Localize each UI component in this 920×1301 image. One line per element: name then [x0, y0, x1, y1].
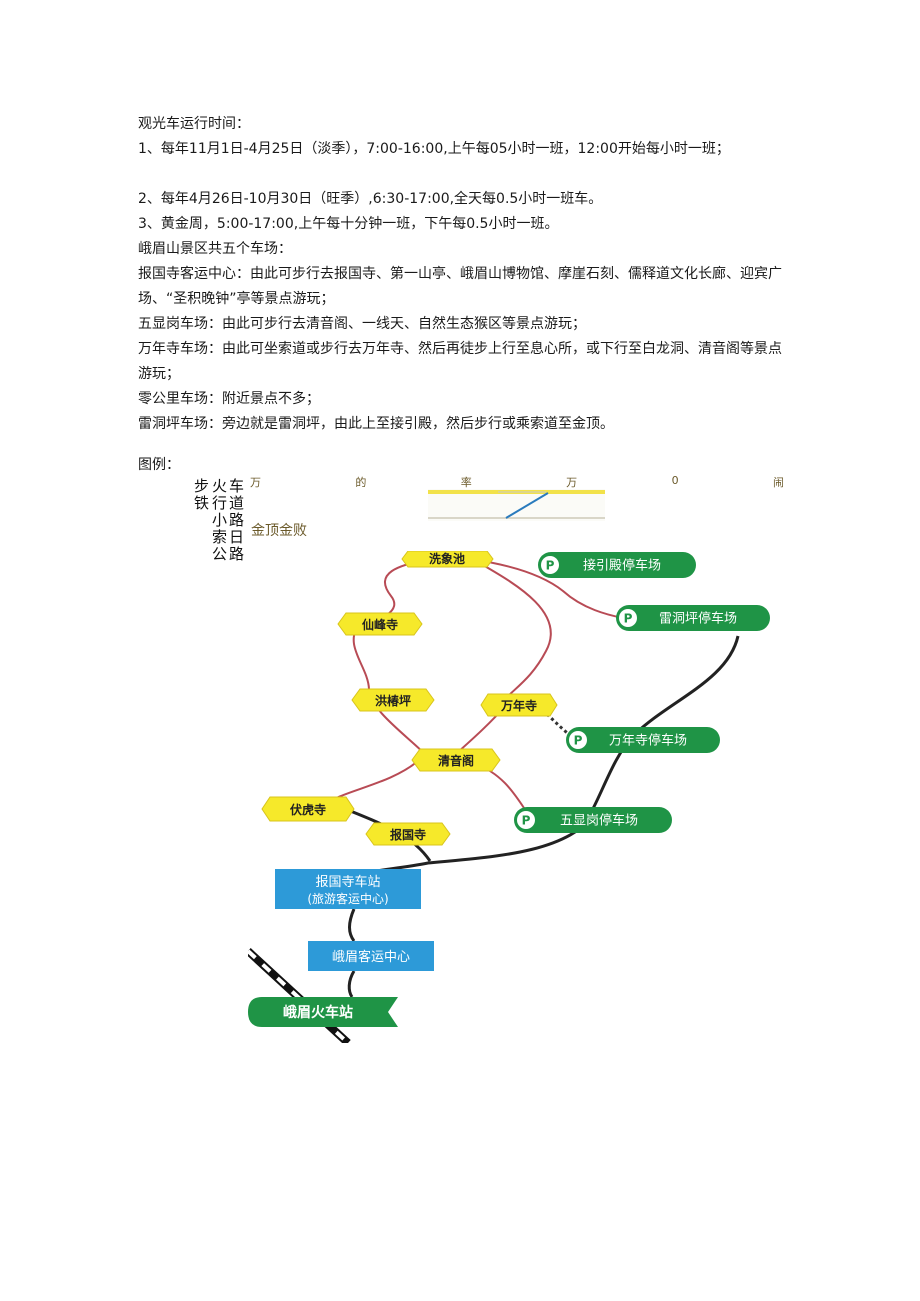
road-path	[348, 908, 356, 942]
parking-name: 接引殿停车场	[583, 558, 661, 574]
legend-line-sample	[428, 489, 605, 521]
legend-subtitle: 金顶金败	[251, 523, 307, 539]
train-station-label: 峨眉火车站	[248, 997, 398, 1027]
schedule-line-1: 1、每年11月1日-4月25日（淡季），7:00-16:00,上午每05小时一班…	[138, 141, 730, 157]
temple-name: 仙峰寺	[362, 617, 398, 632]
road-path	[347, 970, 356, 998]
temple-name: 洗象池	[429, 551, 465, 566]
parking-desc-leidongping: 雷洞坪车场：旁边就是雷洞坪，由此上至接引殿，然后步行或乘索道至金顶。	[138, 416, 614, 432]
temple-label: 仙峰寺	[337, 612, 423, 636]
station-name: 峨眉客运中心	[332, 949, 410, 965]
train-station-name: 峨眉火车站	[283, 1004, 353, 1021]
parking-name: 雷洞坪停车场	[659, 611, 737, 627]
legend-header-cell: 万	[250, 476, 261, 489]
parking-name: 五显岗停车场	[560, 813, 638, 829]
parking-name: 万年寺停车场	[609, 733, 687, 749]
parking-symbol: P	[624, 612, 633, 626]
station-subtitle: (旅游客运中心)	[307, 891, 388, 906]
legend-column-1: 步铁	[194, 477, 210, 512]
parking-symbol: P	[574, 734, 583, 748]
station-label: 峨眉客运中心	[308, 941, 434, 971]
parking-symbol: P	[546, 559, 555, 573]
parking-label: P 接引殿停车场	[538, 552, 696, 578]
station-label: 报国寺车站 (旅游客运中心)	[275, 869, 421, 909]
parking-desc-wanniansi: 万年寺车场：由此可坐索道或步行去万年寺、然后再徒步上行至息心所，或下行至白龙洞、…	[138, 341, 782, 382]
section-title-bus-times: 观光车运行时间：	[138, 116, 250, 132]
schedule-line-2: 2、每年4月26日-10月30日（旺季）,6:30-17:00,全天每0.5小时…	[138, 191, 603, 207]
temple-name: 洪椿坪	[375, 693, 411, 708]
parking-label: P 雷洞坪停车场	[616, 605, 770, 631]
temple-name: 清音阁	[438, 753, 474, 768]
temple-label: 万年寺	[480, 693, 558, 717]
temple-label: 伏虎寺	[261, 796, 355, 822]
parking-desc-linggongli: 零公里车场：附近景点不多；	[138, 391, 320, 407]
temple-label: 清音阁	[411, 748, 501, 772]
legend-header-cell: 0	[671, 474, 679, 487]
temple-name: 伏虎寺	[290, 802, 326, 817]
legend-column-2: 火行小索公	[212, 477, 228, 563]
route-map-canvas: 洗象池 仙峰寺 洪椿坪 万年寺 清音阁 伏虎寺 报国寺	[248, 551, 770, 1043]
legend-header-cell: 万	[566, 476, 578, 489]
parking-label: P 万年寺停车场	[566, 727, 720, 753]
legend-header-row: 万 的 率 万 0 闹	[250, 474, 784, 490]
route-map: 洗象池 仙峰寺 洪椿坪 万年寺 清音阁 伏虎寺 报国寺	[248, 551, 770, 1043]
legend-column-3: 车道路日路	[229, 477, 245, 563]
walk-path	[469, 558, 624, 619]
parking-label: P 五显岗停车场	[514, 807, 672, 833]
section-title-parking: 峨眉山景区共五个车场：	[138, 241, 292, 257]
legend-header-cell: 率	[460, 476, 472, 489]
temple-label: 洗象池	[401, 551, 494, 568]
temple-name: 报国寺	[390, 827, 426, 842]
schedule-line-3: 3、黄金周，5:00-17:00,上午每十分钟一班，下午每0.5小时一班。	[138, 216, 559, 232]
temple-label: 报国寺	[365, 822, 451, 846]
station-name: 报国寺车站	[315, 874, 380, 890]
temple-name: 万年寺	[500, 698, 537, 713]
parking-desc-wuxiangang: 五显岗车场：由此可步行去清音阁、一线天、自然生态猴区等景点游玩；	[138, 316, 586, 332]
legend-header-cell: 闹	[772, 476, 784, 489]
legend-title: 图例：	[138, 457, 180, 473]
legend-header-cell: 的	[355, 476, 367, 489]
parking-desc-baoguosi: 报国寺客运中心：由此可步行去报国寺、第一山亭、峨眉山博物馆、摩崖石刻、儒释道文化…	[138, 266, 782, 307]
temple-label: 洪椿坪	[351, 688, 435, 712]
walk-path	[475, 560, 552, 699]
parking-symbol: P	[522, 814, 531, 828]
